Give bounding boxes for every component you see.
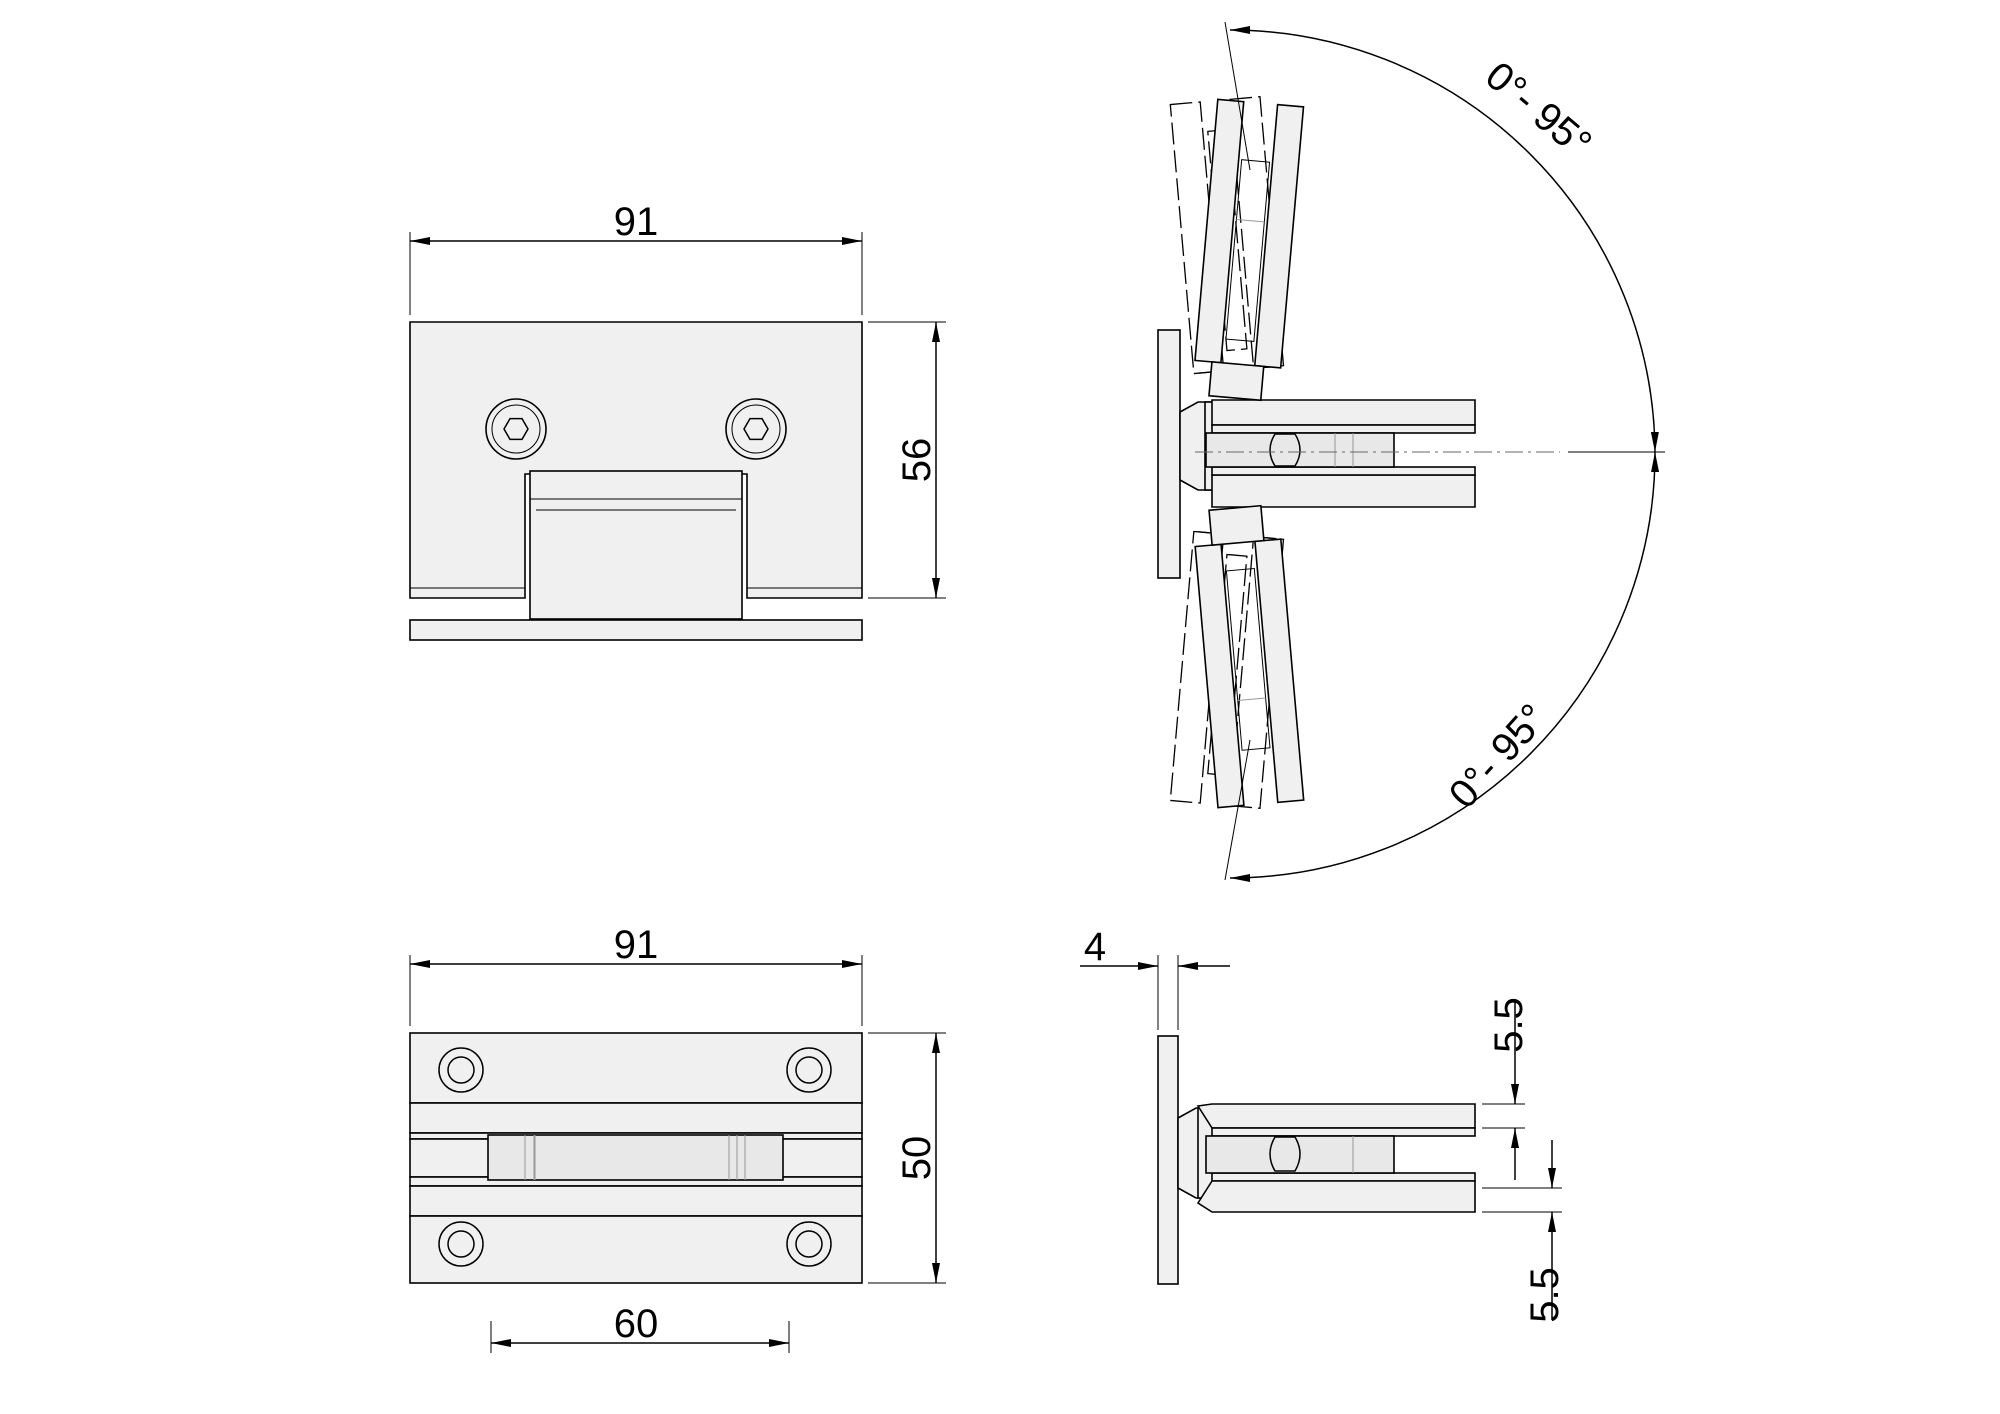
- screw-hole-icon: [438, 1221, 484, 1267]
- top-height-label: 50: [895, 1136, 939, 1181]
- screw-hole-icon: [438, 1047, 484, 1093]
- hex-screw-icon: [485, 398, 547, 460]
- hex-screw-icon: [725, 398, 787, 460]
- front-width-label: 91: [614, 200, 659, 244]
- gap-upper-label: 5.5: [1487, 997, 1531, 1053]
- front-view: 91 56: [409, 200, 946, 641]
- gap-lower-label: 5.5: [1523, 1267, 1567, 1323]
- swing-view: 0°- 95° 0°- 95°: [1157, 21, 1665, 882]
- top-width-label: 91: [614, 923, 659, 967]
- top-view: 91 50 60: [409, 923, 946, 1353]
- front-height-label: 56: [895, 438, 939, 483]
- hole-spacing-label: 60: [614, 1302, 659, 1346]
- plate-thickness-label: 4: [1084, 925, 1106, 969]
- angle-upper-label: 0°- 95°: [1477, 54, 1600, 167]
- angle-lower-label: 0°- 95°: [1441, 696, 1556, 817]
- screw-hole-icon: [786, 1047, 832, 1093]
- screw-hole-icon: [786, 1221, 832, 1267]
- side-view: 4 5.5 5.5: [1080, 925, 1567, 1323]
